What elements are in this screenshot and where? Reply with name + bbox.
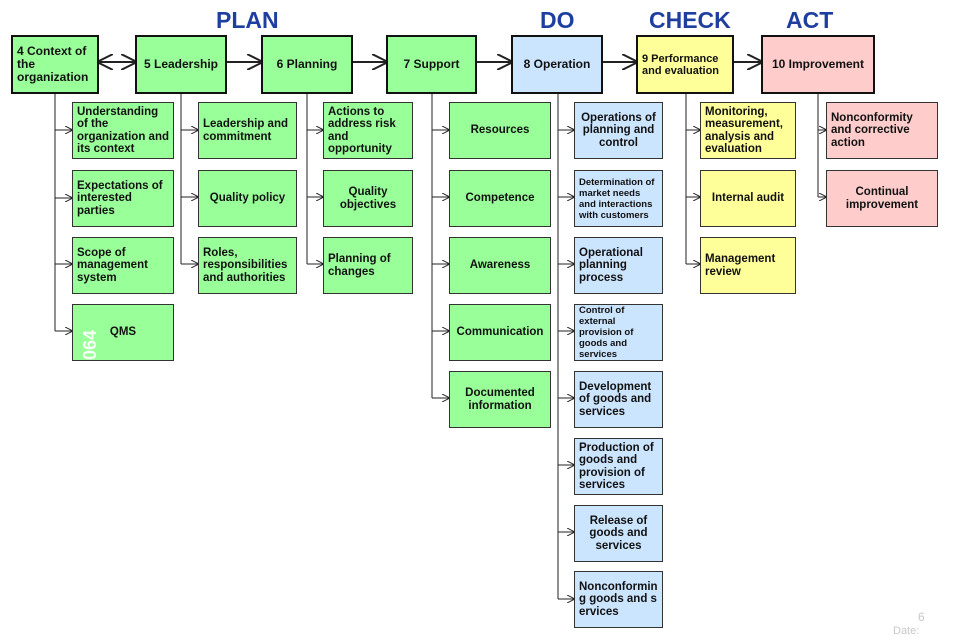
operation-item-label: Operational planning process xyxy=(579,246,643,284)
operation-item-label: Production of goods and provision of ser… xyxy=(579,441,654,492)
improvement-item-label: Nonconformity and corrective action xyxy=(831,111,913,149)
operation-item-nonconforming: Nonconforming goods and services xyxy=(574,571,663,628)
operation-item-release: Release of goods and services xyxy=(574,505,663,562)
improvement-item-label: Continual improvement xyxy=(845,186,919,211)
operation-item-planning-control: Operations of planning and control xyxy=(574,102,663,159)
operation-item-development: Development of goods and services xyxy=(574,371,663,428)
planning-item-changes: Planning of changes xyxy=(323,237,413,294)
operation-item-label: Nonconforming goods and services xyxy=(579,580,658,618)
clause-8-label: 8 Operation xyxy=(523,57,591,71)
operation-item-market-needs: Determination of market needs and intera… xyxy=(574,170,663,227)
support-item-competence: Competence xyxy=(449,170,551,227)
phase-plan-title: PLAN xyxy=(216,7,279,33)
clause-4-label: 4 Context of the organization xyxy=(17,44,89,84)
operation-item-external-provision: Control of external provision of goods a… xyxy=(574,304,663,361)
support-item-communication: Communication xyxy=(449,304,551,361)
clause-8-operation: 8 Operation xyxy=(511,35,603,94)
planning-item-label: Quality objectives xyxy=(339,186,397,211)
performance-item-internal-audit: Internal audit xyxy=(700,170,796,227)
operation-item-label: Operations of planning and control xyxy=(581,111,656,149)
leadership-item-label: Leadership and commitment xyxy=(203,118,288,143)
phase-act-title: ACT xyxy=(786,7,834,33)
planning-item-label: Actions to address risk and opportunity xyxy=(328,105,396,156)
leadership-item-commitment: Leadership and commitment xyxy=(198,102,297,159)
support-item-label: Communication xyxy=(456,326,544,339)
clause-4-context: 4 Context of the organization xyxy=(11,35,99,94)
leadership-item-label: Roles, responsibilities and authorities xyxy=(203,246,288,284)
performance-item-label: Management review xyxy=(705,253,776,278)
improvement-item-nonconformity: Nonconformity and corrective action xyxy=(826,102,938,159)
performance-item-label: Internal audit xyxy=(711,192,785,205)
context-item-scope: Scope of management system xyxy=(72,237,174,294)
leadership-item-label: Quality policy xyxy=(209,192,286,205)
clause-7-support: 7 Support xyxy=(386,35,477,94)
clause-6-planning: 6 Planning xyxy=(261,35,353,94)
clause-9-performance: 9 Performance and evaluation xyxy=(636,35,734,94)
context-item-label: Scope of management system xyxy=(77,246,148,284)
context-item-label: Understanding of the organization and it… xyxy=(77,105,169,156)
page-number: 6 xyxy=(918,610,925,624)
context-item-label: QMS xyxy=(109,326,137,339)
leadership-item-roles: Roles, responsibilities and authorities xyxy=(198,237,297,294)
clause-9-label: 9 Performance and evaluation xyxy=(642,52,720,77)
watermark-text: 064 xyxy=(80,329,100,360)
support-item-documented-information: Documented information xyxy=(449,371,551,428)
planning-item-actions: Actions to address risk and opportunity xyxy=(323,102,413,159)
clause-5-label: 5 Leadership xyxy=(143,57,219,71)
performance-item-management-review: Management review xyxy=(700,237,796,294)
context-item-expectations: Expectations of interested parties xyxy=(72,170,174,227)
operation-item-operational-planning: Operational planning process xyxy=(574,237,663,294)
clause-10-improvement: 10 Improvement xyxy=(761,35,875,94)
clause-6-label: 6 Planning xyxy=(276,57,338,71)
clause-5-leadership: 5 Leadership xyxy=(135,35,227,94)
planning-item-objectives: Quality objectives xyxy=(323,170,413,227)
operation-item-label: Determination of market needs and intera… xyxy=(579,176,655,221)
support-item-awareness: Awareness xyxy=(449,237,551,294)
support-item-label: Awareness xyxy=(469,259,531,272)
phase-check-title: CHECK xyxy=(649,7,731,33)
support-item-label: Resources xyxy=(470,124,530,137)
operation-item-label: Control of external provision of goods a… xyxy=(579,305,634,360)
support-item-label: Documented information xyxy=(465,387,535,412)
phase-do-title: DO xyxy=(540,7,575,33)
operation-item-production: Production of goods and provision of ser… xyxy=(574,438,663,495)
context-item-qms: QMS xyxy=(72,304,174,361)
operation-item-label: Development of goods and services xyxy=(579,380,652,418)
context-item-understanding: Understanding of the organization and it… xyxy=(72,102,174,159)
improvement-item-continual: Continual improvement xyxy=(826,170,938,227)
planning-item-label: Planning of changes xyxy=(328,253,391,278)
support-item-label: Competence xyxy=(465,192,535,205)
support-item-resources: Resources xyxy=(449,102,551,159)
clause-7-label: 7 Support xyxy=(403,57,460,71)
date-label: Date: xyxy=(893,625,920,637)
context-item-label: Expectations of interested parties xyxy=(77,179,163,217)
operation-item-label: Release of goods and services xyxy=(589,514,648,552)
leadership-item-quality-policy: Quality policy xyxy=(198,170,297,227)
performance-item-monitoring: Monitoring, measurement, analysis and ev… xyxy=(700,102,796,159)
clause-10-label: 10 Improvement xyxy=(771,57,865,71)
performance-item-label: Monitoring, measurement, analysis and ev… xyxy=(705,105,783,156)
